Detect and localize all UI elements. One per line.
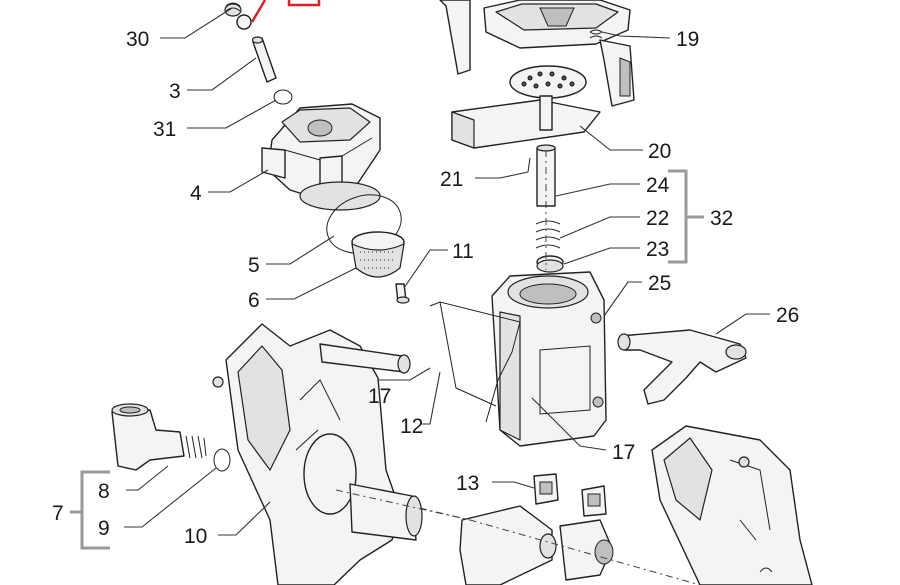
leader-22 bbox=[559, 216, 640, 239]
part-8-drawing bbox=[111, 403, 207, 471]
label-12: 12 bbox=[400, 415, 423, 438]
leader-23 bbox=[563, 247, 640, 265]
label-11: 11 bbox=[452, 240, 474, 263]
leader-31 bbox=[187, 99, 277, 129]
brackets bbox=[70, 169, 704, 550]
part-4-drawing bbox=[261, 103, 381, 211]
leader-20 bbox=[579, 125, 643, 151]
part-24-drawing bbox=[527, 144, 556, 207]
leader-10 bbox=[218, 501, 271, 536]
label-20: 20 bbox=[648, 140, 671, 163]
leader-lines bbox=[124, 7, 770, 536]
label-21: 21 bbox=[440, 168, 463, 191]
label-31: 31 bbox=[153, 118, 176, 141]
label-25: 25 bbox=[648, 272, 671, 295]
leader-12 bbox=[420, 371, 441, 425]
part-26-drawing bbox=[617, 329, 747, 405]
right-housing-drawing bbox=[651, 425, 813, 585]
leader-17a bbox=[378, 367, 431, 381]
leader-8 bbox=[126, 465, 169, 491]
leader-9 bbox=[124, 467, 217, 528]
part-13-drawing bbox=[533, 473, 607, 517]
part-3-drawing bbox=[251, 36, 277, 83]
leader-3 bbox=[187, 57, 257, 91]
label-22: 22 bbox=[646, 207, 669, 230]
leader-21 bbox=[475, 171, 529, 179]
leader-5 bbox=[266, 235, 335, 265]
label-32: 32 bbox=[710, 207, 733, 230]
label-17-lower: 17 bbox=[612, 441, 635, 464]
label-30: 30 bbox=[126, 28, 149, 51]
label-24: 24 bbox=[646, 174, 670, 197]
label-19: 19 bbox=[676, 28, 699, 51]
bracket-7 bbox=[70, 470, 110, 550]
part-11-drawing bbox=[395, 283, 410, 304]
leader-26 bbox=[715, 313, 770, 335]
part-31-drawing bbox=[273, 89, 293, 105]
label-9: 9 bbox=[98, 517, 110, 540]
leader-17b bbox=[531, 397, 607, 451]
leader-24 bbox=[555, 183, 640, 197]
lower-center-parts-drawing bbox=[459, 505, 614, 585]
label-6: 6 bbox=[248, 289, 260, 312]
highlight-marker bbox=[250, 0, 321, 23]
leader-6 bbox=[266, 267, 357, 300]
leader-25 bbox=[603, 281, 642, 317]
callout-labels: 30 3 31 4 5 6 11 19 20 21 24 22 23 32 25… bbox=[52, 28, 799, 548]
leader-11 bbox=[403, 249, 448, 289]
label-3: 3 bbox=[169, 80, 181, 103]
label-5: 5 bbox=[248, 254, 260, 277]
assembly-axis-lines bbox=[335, 150, 701, 585]
part-9-drawing bbox=[213, 448, 231, 472]
part-30-drawing bbox=[224, 2, 252, 30]
leader-4 bbox=[208, 169, 269, 193]
part-6-drawing bbox=[351, 231, 405, 278]
part-23-drawing bbox=[536, 255, 564, 273]
label-8: 8 bbox=[98, 480, 110, 503]
leader-30 bbox=[160, 7, 233, 39]
label-17-upper: 17 bbox=[368, 385, 391, 408]
label-26: 26 bbox=[776, 304, 799, 327]
part-12-drawing bbox=[429, 301, 521, 423]
part-20-drawing bbox=[451, 65, 601, 149]
label-4: 4 bbox=[190, 182, 202, 205]
part-22-drawing bbox=[535, 220, 561, 249]
bracket-32 bbox=[668, 169, 704, 264]
label-7: 7 bbox=[52, 502, 64, 525]
part-19-drawing bbox=[439, 0, 635, 107]
label-13: 13 bbox=[456, 472, 479, 495]
part-10-drawing bbox=[212, 323, 423, 585]
leader-19 bbox=[601, 31, 671, 39]
label-10: 10 bbox=[184, 525, 207, 548]
label-23: 23 bbox=[646, 238, 669, 261]
leader-13 bbox=[492, 481, 535, 489]
part-25-drawing bbox=[491, 271, 607, 447]
